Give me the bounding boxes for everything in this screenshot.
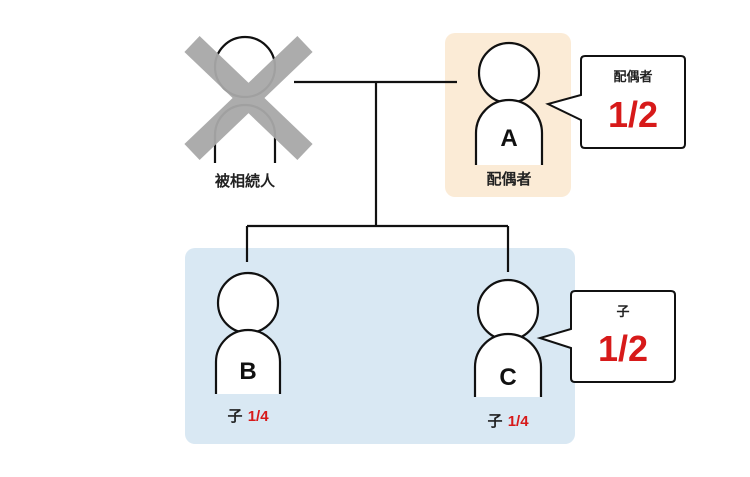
children-bubble-title: 子 [616,305,630,320]
child-c-letter: C [499,364,517,391]
child-b-relation: 子 [227,407,243,425]
child-b-person-icon [214,271,282,394]
spouse-bubble-title: 配偶者 [613,70,653,85]
child-c-label: 子 1/4 [458,410,558,431]
child-b-label: 子 1/4 [198,405,298,426]
spouse-speech-bubble [545,55,686,149]
deceased-label: 被相続人 [214,172,275,190]
spouse-person-icon [474,41,544,165]
spouse-bubble-share: 1/2 [607,94,659,135]
cross-mark-icon [184,36,313,160]
child-c-relation: 子 [487,412,503,430]
connector-lines [245,80,510,272]
spouse-letter: A [500,125,518,152]
spouse-label: 配偶者 [486,170,532,188]
child-b-share: 1/4 [247,408,269,425]
children-speech-bubble [536,290,676,383]
child-c-share: 1/4 [507,413,529,430]
child-c-person-icon [473,278,543,397]
child-b-letter: B [239,358,257,385]
children-bubble-share: 1/2 [597,328,649,369]
